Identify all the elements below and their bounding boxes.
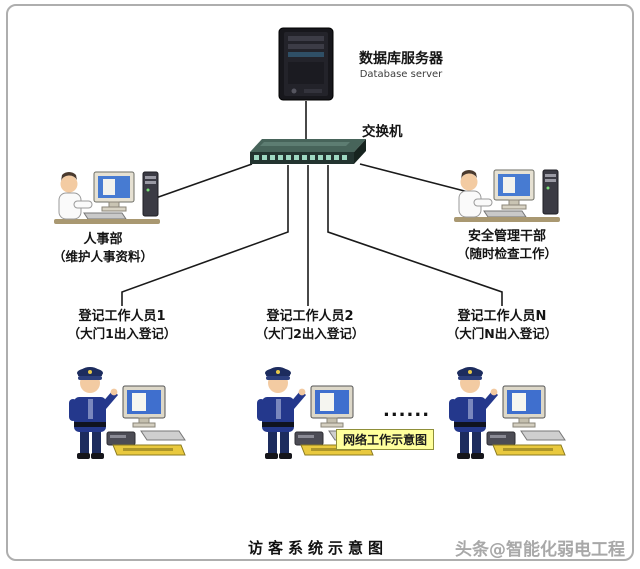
network-switch-icon [250,139,366,169]
database-server-icon [278,27,334,101]
station-2-label: 登记工作人员2 [266,309,354,324]
station-2-sublabel: （大门2出入登记） [255,326,365,341]
hr-label-block: 人事部 （维护人事资料） [23,231,183,265]
server-sublabel: Database server [359,69,443,80]
hr-sublabel: （维护人事资料） [52,249,153,264]
line-switch-hr [149,163,253,201]
hr-workstation-icon [50,166,165,232]
hr-label: 人事部 [83,232,123,247]
security-label-block: 安全管理干部 （随时检查工作） [427,228,587,262]
officer-station-1-icon [57,352,187,462]
station-1-label: 登记工作人员1 [78,309,166,324]
switch-label: 交换机 [362,124,403,140]
diagram-title: 访客系统示意图 [248,539,389,557]
watermark: 头条@智能化弱电工程 [455,540,625,560]
network-tag: 网络工作示意图 [336,429,435,450]
security-sublabel: （随时检查工作） [456,246,557,261]
station-n-sublabel: （大门N出入登记） [446,326,558,341]
more-stations-ellipsis: ...... [383,400,431,421]
station-1-label-block: 登记工作人员1 （大门1出入登记） [42,308,202,342]
officer-station-n-icon [437,352,567,462]
security-label: 安全管理干部 [467,229,546,244]
station-n-label-block: 登记工作人员N （大门N出入登记） [422,308,582,342]
station-1-sublabel: （大门1出入登记） [67,326,177,341]
station-n-label: 登记工作人员N [457,309,547,324]
security-workstation-icon [450,164,565,230]
station-2-label-block: 登记工作人员2 （大门2出入登记） [230,308,390,342]
server-label-block: 数据库服务器 Database server [342,50,460,81]
server-label: 数据库服务器 [359,51,443,67]
